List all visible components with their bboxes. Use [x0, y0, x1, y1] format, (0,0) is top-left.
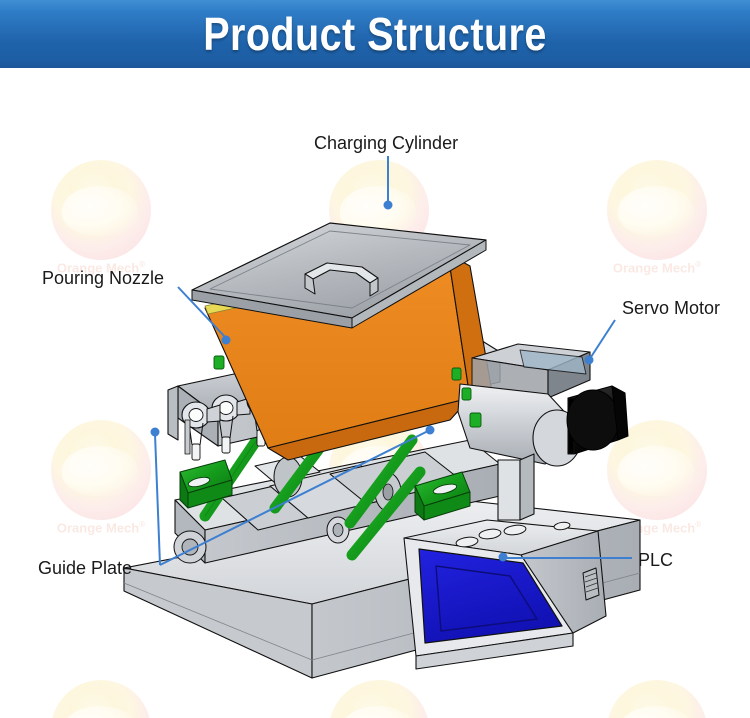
callout-label-guide-plate: Guide Plate — [38, 558, 133, 578]
plc-touchscreen[interactable] — [418, 548, 563, 644]
control-panel-buttons[interactable] — [455, 521, 571, 548]
green-sensor-block — [213, 355, 225, 370]
page-header-banner: Product Structure — [0, 0, 750, 68]
green-sensor-block — [469, 412, 482, 428]
console-side-vent — [582, 567, 600, 601]
callout-label-pouring-nozzle: Pouring Nozzle — [42, 268, 165, 288]
callout-label-charging-cylinder: Charging Cylinder — [314, 133, 459, 153]
machine-illustration — [123, 222, 641, 679]
callout-label-servo-motor: Servo Motor — [622, 298, 721, 318]
green-sensor-block — [461, 387, 472, 401]
servo-motor — [566, 385, 629, 455]
machine-small-parts — [184, 355, 482, 455]
green-sensor-block — [451, 367, 462, 381]
page-title: Product Structure — [203, 8, 547, 60]
lid-handle — [304, 262, 379, 297]
callout-label-plc: PLC — [638, 550, 674, 570]
control-console — [403, 519, 607, 670]
